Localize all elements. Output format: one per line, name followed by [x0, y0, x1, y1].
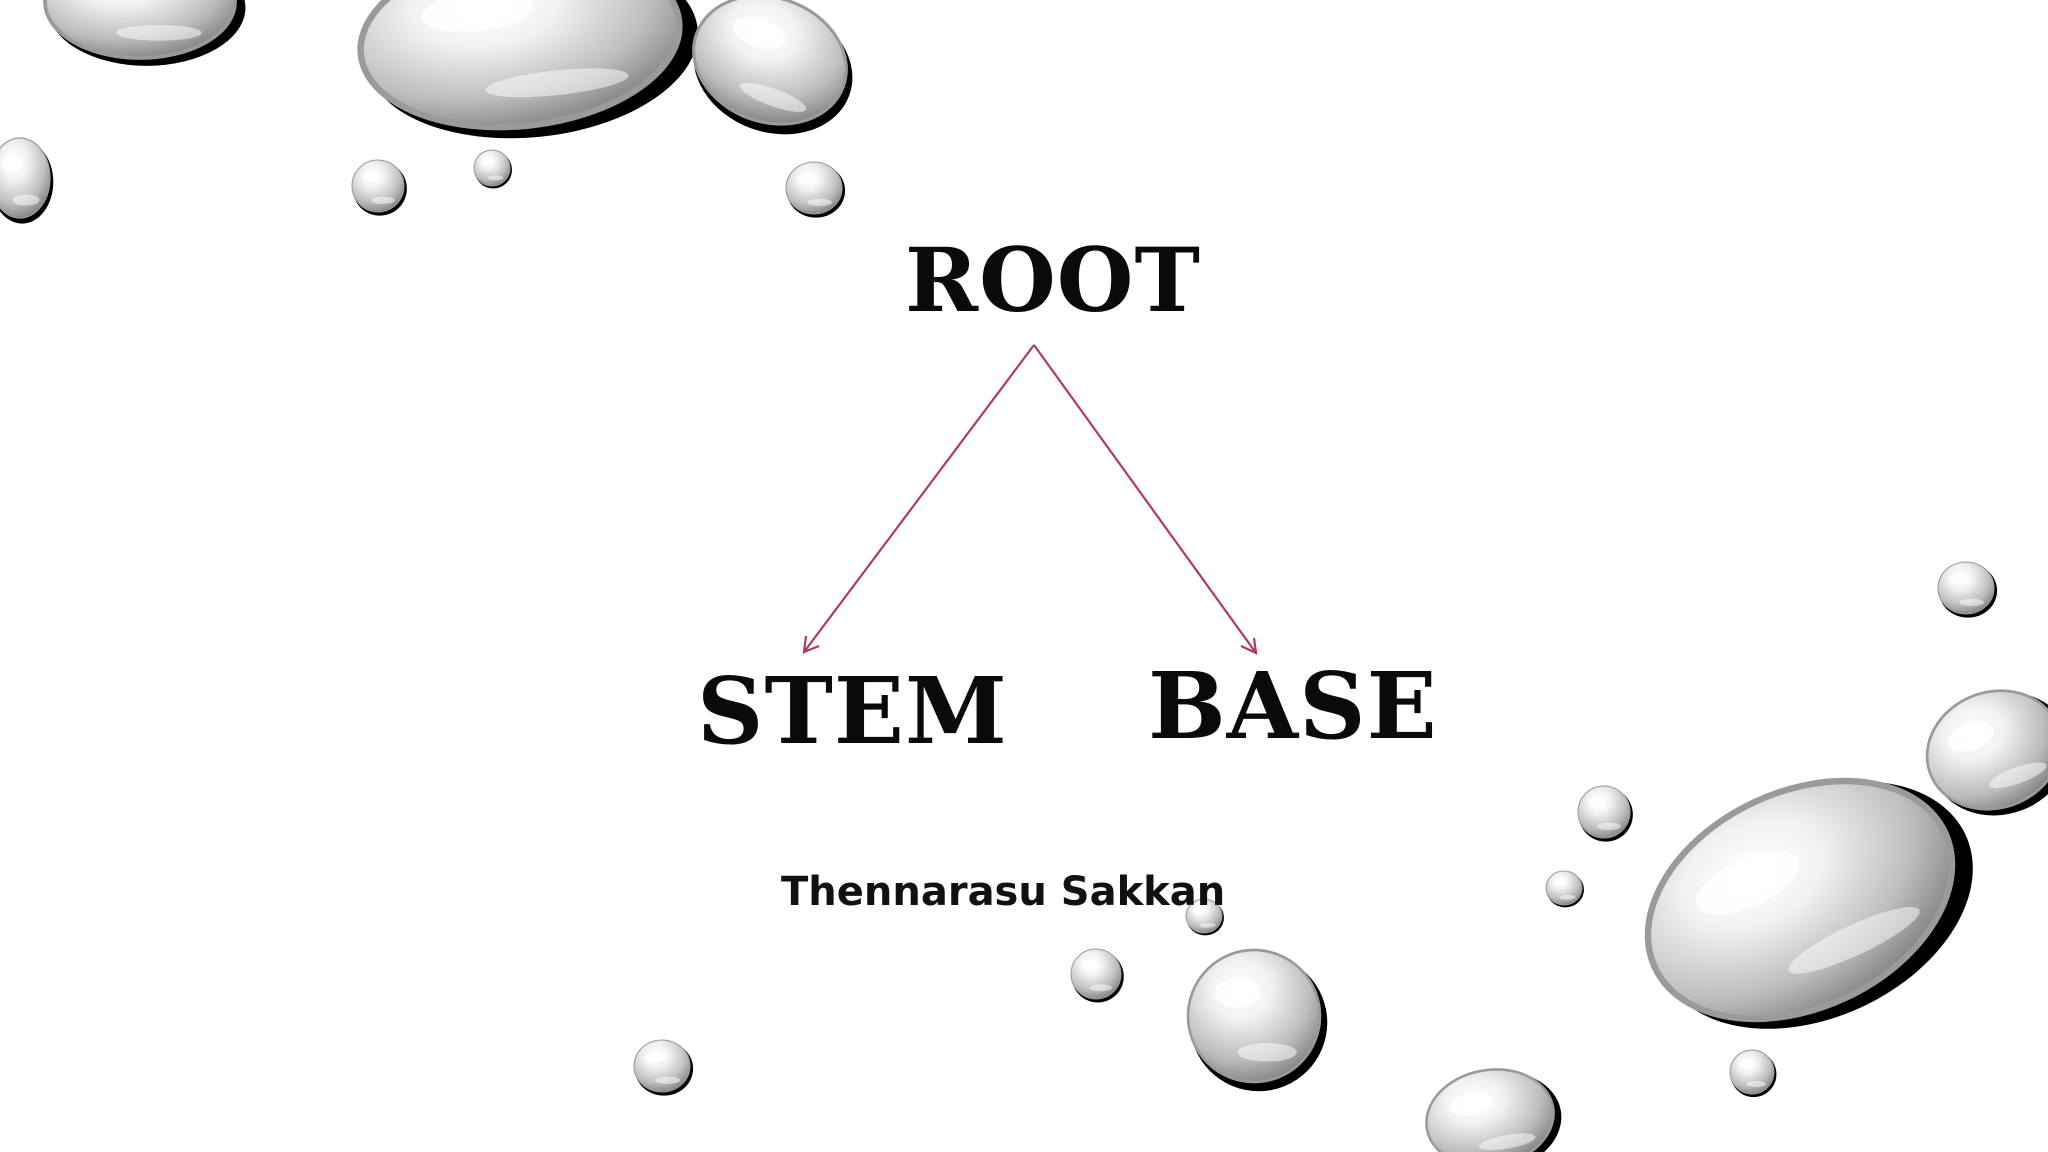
water-droplet — [473, 149, 512, 189]
water-droplet — [692, 0, 853, 135]
arrow-to-stem — [803, 344, 1035, 653]
water-droplet — [1545, 870, 1584, 908]
water-droplet — [351, 159, 407, 216]
water-droplet — [633, 1039, 694, 1096]
water-droplet — [1186, 948, 1328, 1092]
water-droplet — [1644, 777, 1973, 1029]
arrow-head-base — [1240, 637, 1258, 655]
water-droplet — [0, 137, 54, 224]
base-label: BASE — [1148, 652, 1438, 760]
water-droplet — [785, 161, 846, 218]
water-droplet — [1577, 785, 1633, 842]
arrow-head-stem — [802, 635, 820, 654]
water-droplet — [1729, 1049, 1777, 1098]
author-name: Thennarasu Sakkan — [781, 869, 1226, 915]
water-droplet — [357, 0, 698, 139]
water-droplet — [1425, 1068, 1562, 1152]
water-droplet — [1937, 561, 1998, 618]
root-label: ROOT — [905, 228, 1201, 332]
water-droplet — [1185, 898, 1224, 936]
water-droplet — [1070, 948, 1124, 1003]
water-droplet — [43, 0, 246, 66]
stem-label: STEM — [697, 657, 1008, 765]
arrow-to-base — [1033, 344, 1257, 654]
water-droplet — [1925, 689, 2048, 816]
